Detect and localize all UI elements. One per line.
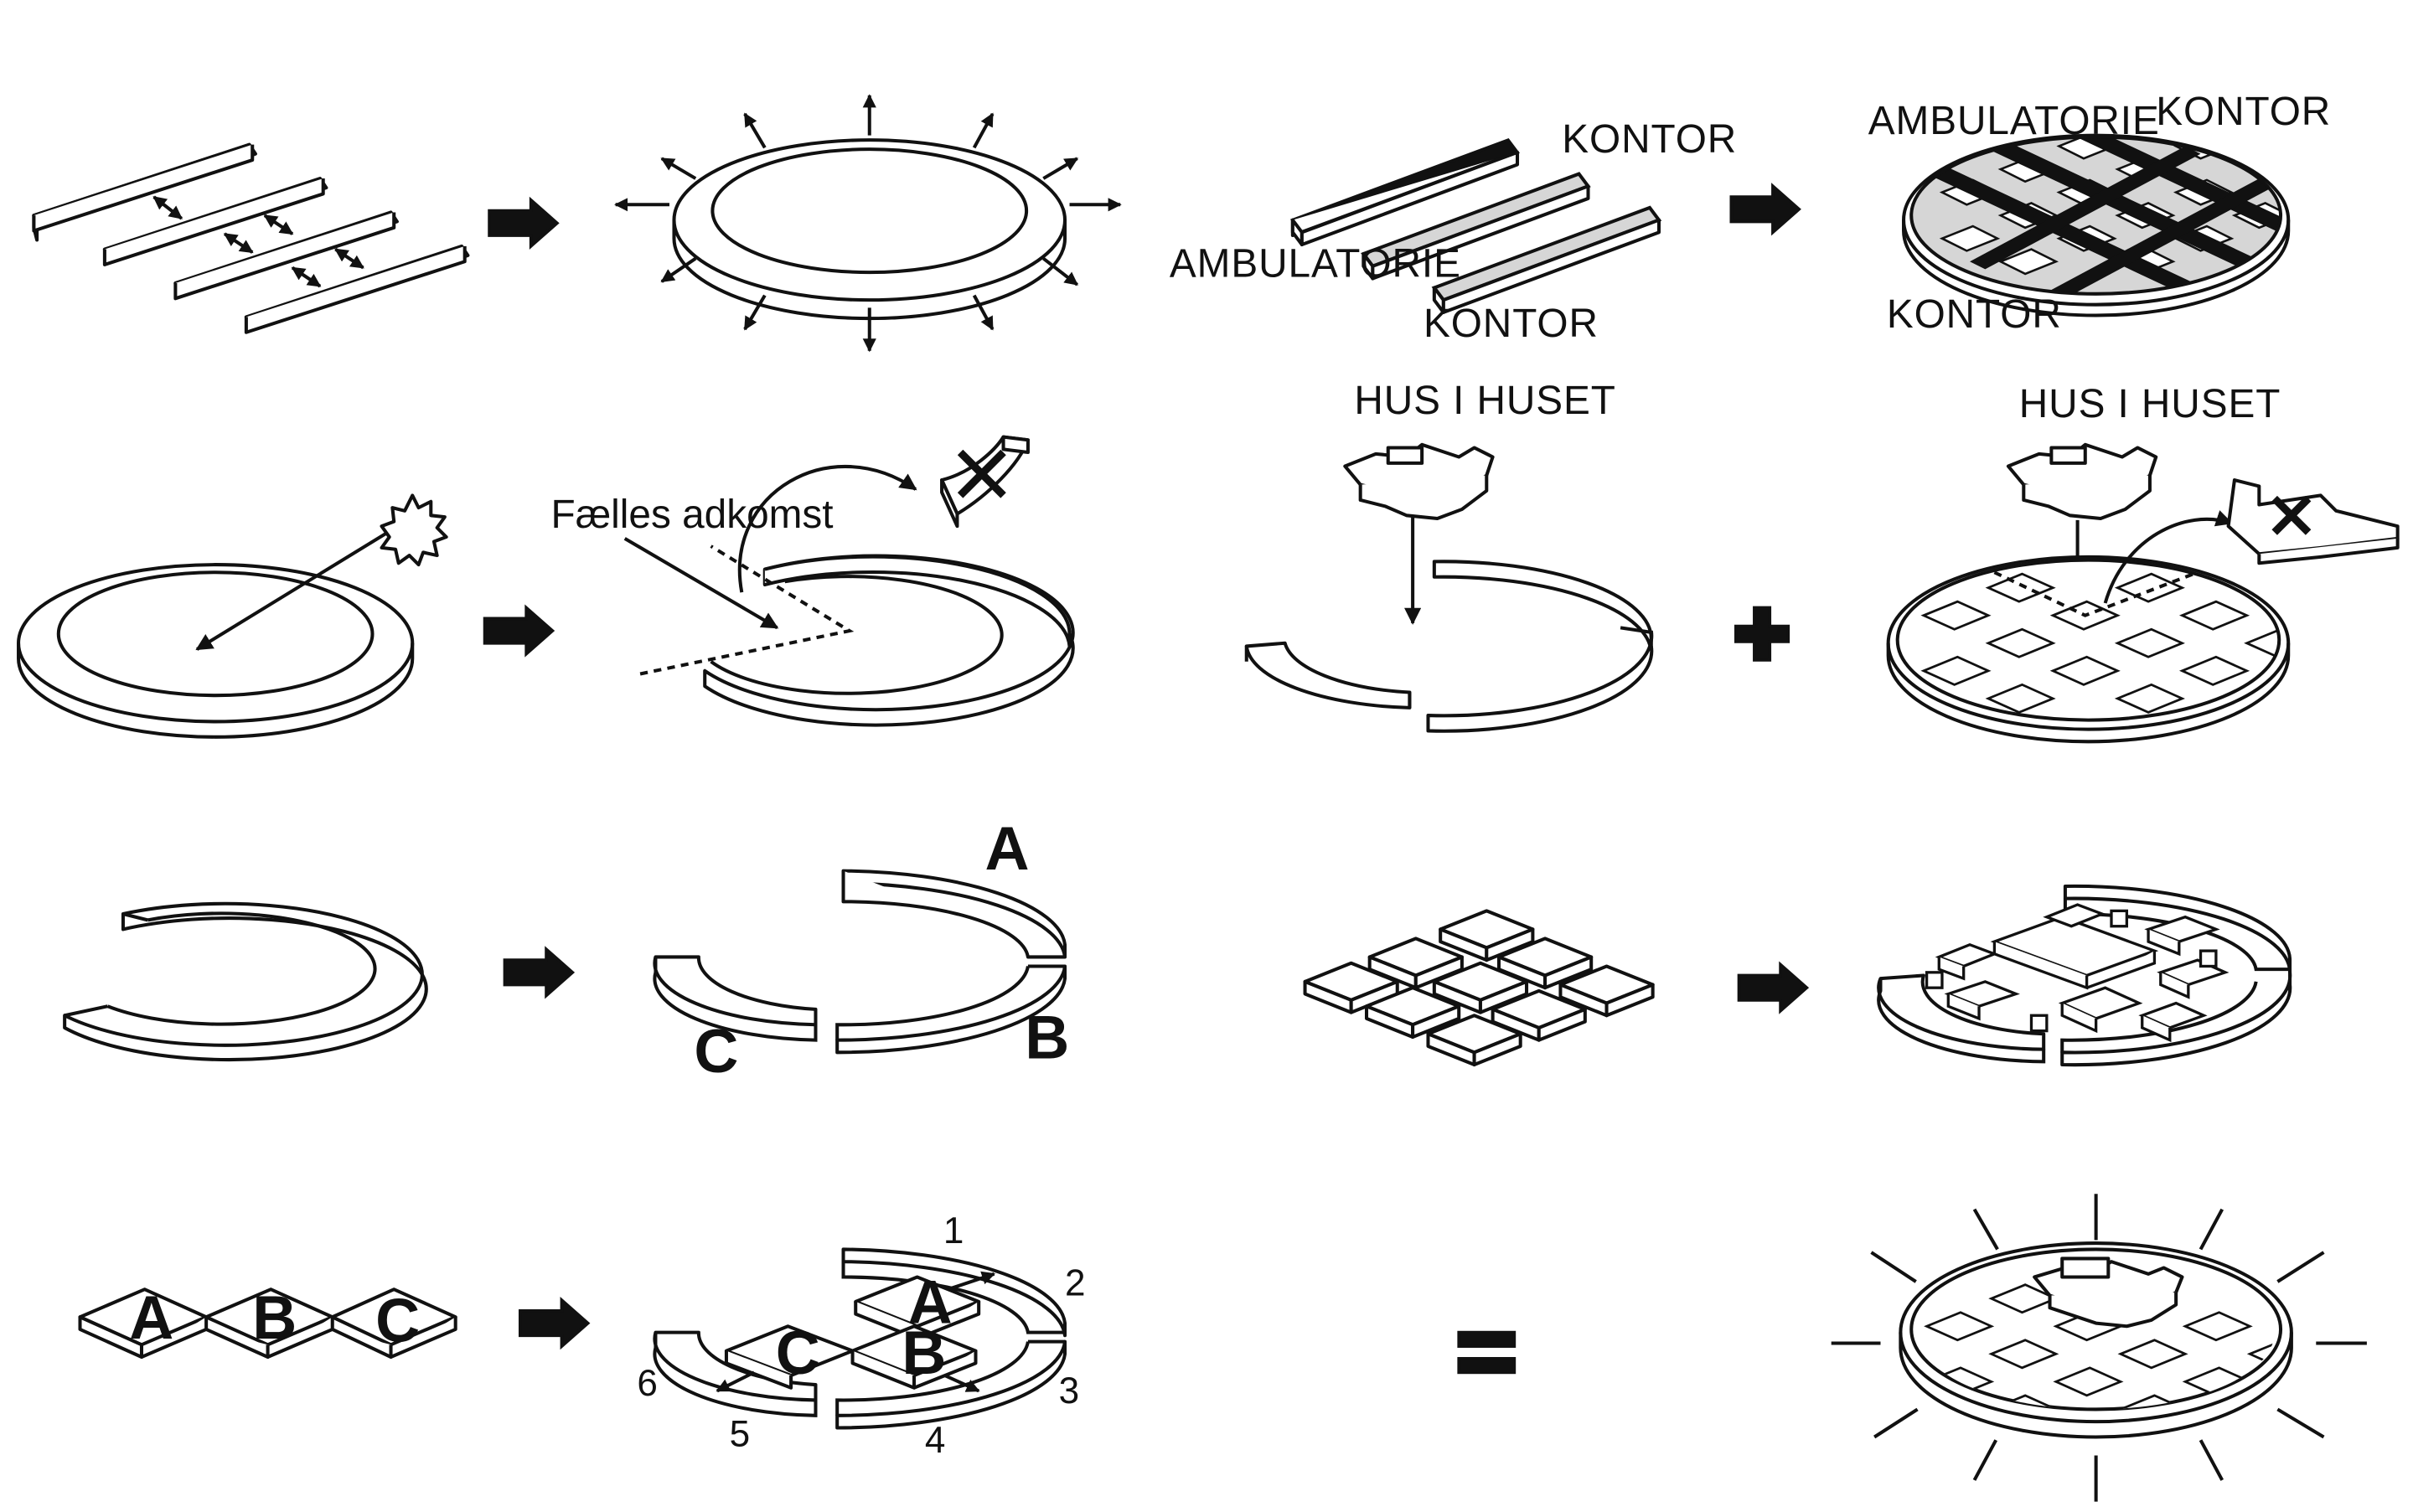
expanding-ring bbox=[614, 94, 1122, 353]
tile-grid bbox=[1303, 909, 1655, 1067]
label-ambulatorie-left: AMBULATORIE bbox=[1170, 242, 1461, 286]
label-faelles-adkomst: Fælles adkomst bbox=[551, 493, 834, 537]
arrow-right-icon bbox=[518, 1296, 591, 1350]
arrow-right-icon bbox=[1737, 961, 1810, 1014]
ring-with-sun bbox=[17, 493, 448, 739]
grid-disc-functions bbox=[1902, 133, 2291, 317]
label-kontor-top-left: KONTOR bbox=[1562, 117, 1737, 162]
sun-icon bbox=[380, 493, 448, 567]
ring-with-access-cut bbox=[623, 435, 1075, 727]
equals-icon bbox=[1457, 1330, 1517, 1375]
label-num-5: 5 bbox=[730, 1414, 751, 1455]
cross-icon bbox=[2271, 495, 2312, 535]
function-bars bbox=[1289, 137, 1662, 314]
label-hus-i-huset-left: HUS I HUSET bbox=[1354, 379, 1616, 423]
label-segment-a: A bbox=[985, 813, 1030, 883]
label-kontor-top-right: KONTOR bbox=[2156, 90, 2331, 134]
label-combo-c: C bbox=[776, 1318, 820, 1387]
label-kontor-bottom-left: KONTOR bbox=[1424, 302, 1599, 346]
plus-icon bbox=[1734, 606, 1790, 662]
label-segment-b: B bbox=[1025, 1003, 1069, 1072]
label-kontor-bottom-right: KONTOR bbox=[1887, 292, 2062, 337]
arrow-right-icon bbox=[503, 946, 576, 999]
label-combo-b: B bbox=[902, 1318, 946, 1387]
arrow-right-icon bbox=[483, 604, 555, 658]
label-num-3: 3 bbox=[1059, 1370, 1080, 1411]
split-ring-with-house: HUS I HUSET bbox=[1244, 379, 1654, 733]
ring-with-buildings bbox=[1877, 884, 2292, 1067]
ring-segments-abc bbox=[653, 869, 1067, 1055]
grid-disc-with-house: HUS I HUSET bbox=[1886, 382, 2400, 744]
arrow-right-icon bbox=[488, 196, 560, 250]
label-segment-c: C bbox=[694, 1016, 738, 1086]
ring-with-abc-tiles bbox=[653, 1247, 1067, 1430]
open-ring bbox=[63, 901, 428, 1062]
arrow-right-icon bbox=[1729, 183, 1801, 236]
label-hus-i-huset-right: HUS I HUSET bbox=[2019, 382, 2281, 426]
label-tile-b: B bbox=[252, 1282, 297, 1352]
label-num-1: 1 bbox=[943, 1210, 964, 1251]
label-num-4: 4 bbox=[925, 1420, 946, 1461]
radiating-lines-icon bbox=[1831, 1194, 2367, 1502]
label-ambulatorie-right: AMBULATORIE bbox=[1868, 99, 2160, 143]
separate-bars bbox=[32, 142, 470, 334]
label-tile-a: A bbox=[129, 1282, 173, 1352]
abc-tiles bbox=[78, 1288, 457, 1360]
label-combo-a: A bbox=[908, 1267, 953, 1337]
final-disc bbox=[1831, 1194, 2367, 1502]
cross-icon bbox=[957, 449, 1006, 498]
label-num-2: 2 bbox=[1065, 1263, 1086, 1304]
label-tile-c: C bbox=[375, 1286, 420, 1355]
label-num-6: 6 bbox=[637, 1363, 658, 1404]
